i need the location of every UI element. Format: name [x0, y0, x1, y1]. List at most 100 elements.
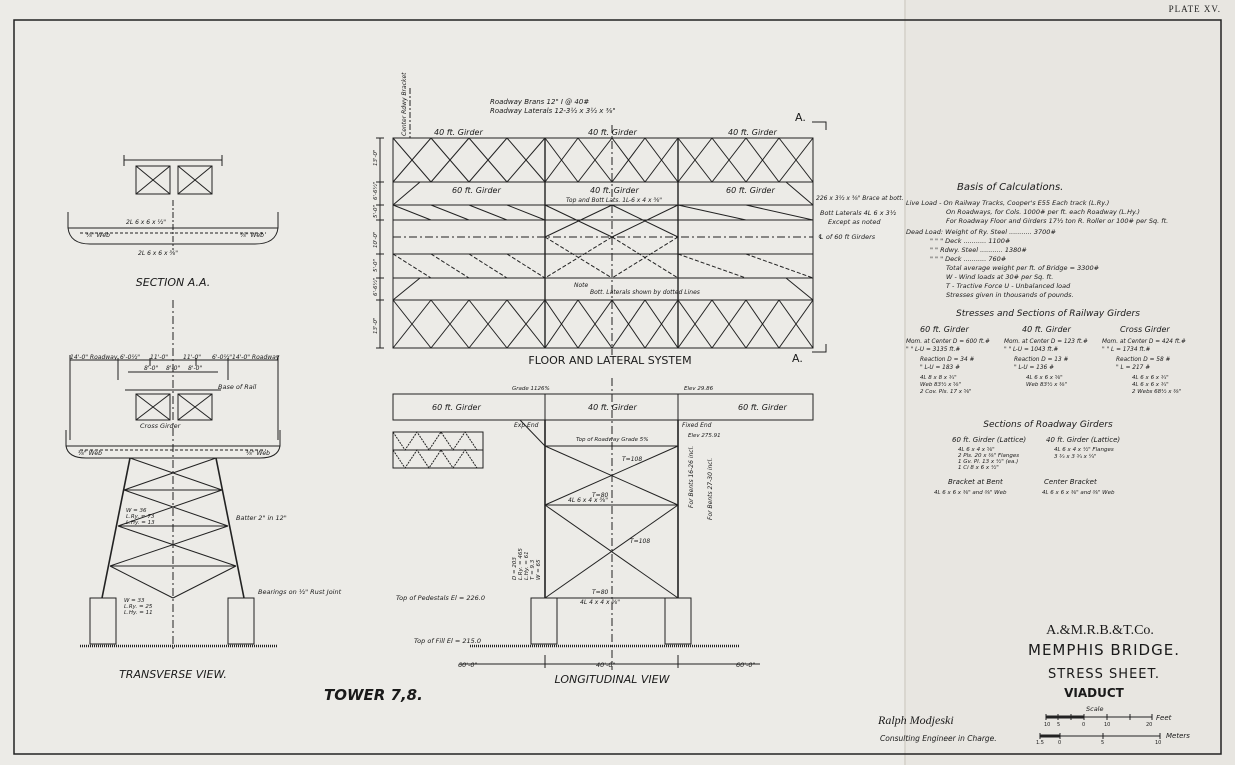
railway-line: Mom. at Center D = 123 ft.# [1004, 339, 1088, 345]
roadway-head: 40 ft. Girder (Lattice) [1046, 436, 1120, 444]
railway-line: 4L 8 x 8 x ¾" [920, 375, 957, 381]
transverse-label: ⅜" Web [246, 450, 270, 457]
longitudinal-label: Elev 29.86 [684, 386, 714, 392]
basis-line: For Roadway Floor and Girders 17½ ton R.… [946, 217, 1168, 225]
longitudinal-dim: 40'-0" [596, 661, 616, 669]
railway-line: Reaction D = 34 # [920, 357, 975, 363]
title-subject: VIADUCT [1064, 686, 1125, 700]
plate-number: PLATE XV. [1168, 4, 1221, 14]
section-aa-label: 2L 6 x 6 x ⅜" [138, 250, 178, 257]
roadway-line: 1 Ci 8 x 6 x ½" [958, 464, 999, 471]
girder-label: 60 ft. Girder [726, 186, 775, 195]
floor-dim: 5'-0" [373, 205, 379, 218]
feet-tick: 10 [1104, 722, 1110, 728]
railway-line: 4L 6 x 6 x ¾" [1132, 382, 1169, 388]
railway-line: Reaction D = 13 # [1014, 357, 1069, 363]
feet-label: Feet [1156, 714, 1172, 722]
title-company: A.&M.R.B.&T.Co. [1046, 623, 1154, 638]
meter-tick: 0 [1058, 740, 1061, 746]
girder-label: 40 ft. Girder [588, 128, 637, 137]
transverse-stress: L.Ry. = 25 [124, 604, 153, 610]
roadway-line: 4L 6 x 4 x ⅝" [958, 447, 995, 453]
floor-plan-outline [392, 137, 814, 349]
railway-line: " L-U = 183 # [920, 365, 960, 371]
longitudinal-member: T=80 [592, 589, 609, 596]
railway-line: " L = 217 # [1116, 365, 1150, 371]
floor-right-note: ℄ of 60 ft Girders [818, 233, 876, 241]
transverse-label: ⅜" Web [78, 450, 102, 457]
floor-dim: 10'-0" [373, 231, 379, 248]
section-mark-arrow-bottom [812, 344, 827, 353]
railway-line: 2 Cov. Pls. 17 x ⅝" [920, 389, 972, 395]
roadway-line: 1 Gv. Pl. 13 x ½" (ea.) [958, 458, 1018, 465]
longitudinal-label: Top of Fill El = 215.0 [414, 637, 481, 645]
transverse-label: Batter 2" in 12" [236, 514, 287, 522]
transverse-dim: 11'-0" [150, 354, 168, 361]
transverse-top-frame-left [135, 393, 171, 421]
longitudinal-girders [392, 393, 814, 421]
longitudinal-view [392, 378, 814, 670]
longitudinal-member: T=108 [622, 456, 642, 463]
transverse-caption: TRANSVERSE VIEW. [119, 668, 227, 681]
feet-tick: 10 [1044, 722, 1050, 728]
floor-right-note: Bott Laterals 4L 6 x 3½ [820, 209, 897, 217]
section-mark: A. [795, 111, 806, 124]
engineer-title: Consulting Engineer in Charge. [880, 734, 997, 743]
roadway-head: Center Bracket [1044, 478, 1097, 486]
railway-col-cross: Mom. at Center D = 424 ft.# " " L = 1734… [1102, 339, 1186, 395]
meters-label: Meters [1166, 732, 1190, 740]
floor-dim: 13'-0" [373, 317, 379, 334]
transverse-stress: L.Ry. = 73 [126, 514, 155, 520]
basis-line: On Roadways, for Cols. 1000# per ft. eac… [946, 208, 1140, 216]
engineer-signature: Ralph Modjeski [877, 713, 954, 727]
railway-line: 4L 6 x 6 x ⅝" [1026, 375, 1063, 381]
floor-dim: 13'-0" [373, 149, 379, 166]
longitudinal-girder-label: 60 ft. Girder [738, 403, 787, 412]
longitudinal-stress: T = 9.3 [530, 559, 536, 580]
top-lateral-bracing [392, 137, 814, 183]
railway-col-40: Mom. at Center D = 123 ft.# " " L-U = 10… [1004, 339, 1088, 388]
transverse-dim: 6'-0½" [212, 354, 232, 361]
section-aa-label: ⅜" Web [86, 232, 110, 239]
basis-line: Total average weight per ft. of Bridge =… [946, 264, 1100, 272]
floor-note: Roadway Laterals 12-3½ x 3½ x ⅜" [490, 107, 616, 115]
longitudinal-girder-label: 60 ft. Girder [432, 403, 481, 412]
section-mark-arrow-top [812, 121, 827, 130]
roadway-line: 2 Pls. 20 x ⅜" Flanges [958, 453, 1019, 459]
railway-col-head: 60 ft. Girder [920, 325, 969, 334]
roadway-line: 4L 6 x 4 x ½" Flanges [1054, 446, 1114, 453]
longitudinal-pedestal-right [664, 597, 692, 645]
roadway-line: 4L 6 x 6 x ⅜" and ⅜" Web [934, 490, 1007, 496]
longitudinal-dim: 60'-0" [458, 661, 478, 669]
railway-col-60: Mom. at Center D = 600 ft.# " " L-U = 31… [906, 339, 990, 395]
center-bracing-upper [392, 204, 814, 238]
transverse-stress: L.Hy. = 13 [126, 520, 155, 526]
sheet-border [13, 19, 1222, 755]
transverse-view [65, 300, 281, 650]
transverse-right-leg [215, 457, 245, 599]
transverse-stress: W = 33 [124, 598, 145, 604]
longitudinal-label: Top of Pedestals El = 226.0 [396, 594, 485, 602]
longitudinal-member: T=108 [630, 538, 650, 545]
bracing-note: Bott. Laterals shown by dotted Lines [590, 289, 700, 296]
longitudinal-label: Grade 1126% [512, 386, 550, 392]
transverse-top-frame-right [177, 393, 213, 421]
railway-line: " " L = 1734 ft.# [1102, 347, 1151, 353]
scale-bars [1039, 714, 1161, 739]
longitudinal-girder-label: 40 ft. Girder [588, 403, 637, 412]
railway-line: Web 83½ x ⅜" [1026, 381, 1067, 388]
basis-line: Stresses given in thousands of pounds. [946, 291, 1074, 299]
railway-line: " " L-U = 3135 ft.# [906, 347, 960, 353]
center-rdwy-bracket-label: Center Rdwy Bracket [401, 72, 408, 136]
longitudinal-label: Exp End [514, 422, 539, 429]
transverse-cross-girder [65, 430, 281, 459]
center-bracing-lower [392, 236, 814, 279]
transverse-dim: 14'-0" Roadway [232, 354, 280, 361]
meter-tick: 5 [1101, 740, 1104, 746]
floor-dim: 6'-6½" [372, 182, 379, 200]
longitudinal-stress: L.Hy. = 61 [524, 551, 530, 580]
transverse-dim: 8'-0" [188, 365, 202, 372]
roadway-head: 60 ft. Girder (Lattice) [952, 436, 1026, 444]
floor-dim: 6'-6½" [372, 278, 379, 296]
section-mark: A. [792, 352, 803, 365]
